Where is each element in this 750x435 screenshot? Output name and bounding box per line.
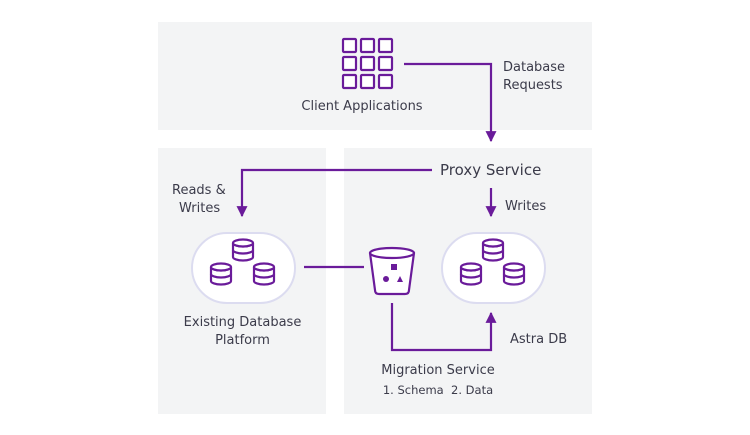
writes-label: Writes xyxy=(505,199,547,214)
edge-migration-to-astra xyxy=(390,303,497,352)
astra-database-cluster-icon xyxy=(441,232,546,304)
astra-db-label: Astra DB xyxy=(510,332,568,347)
reads-writes-label-line1: Reads & xyxy=(172,183,226,198)
existing-database-label-line2: Platform xyxy=(215,333,270,348)
edge-reads-writes xyxy=(236,168,432,218)
bucket-icon xyxy=(368,246,416,296)
existing-database-cluster-icon xyxy=(191,232,296,304)
existing-database-label-line1: Existing Database xyxy=(183,315,302,330)
proxy-service-label: Proxy Service xyxy=(440,161,542,179)
edge-database-requests xyxy=(404,62,497,143)
grid-icon xyxy=(341,37,394,90)
database-requests-label-line2: Requests xyxy=(503,78,563,93)
reads-writes-label-line2: Writes xyxy=(179,201,221,216)
database-requests-label-line1: Database xyxy=(503,60,566,75)
migration-service-label: Migration Service xyxy=(381,363,495,378)
migration-steps-label: 1. Schema 2. Data xyxy=(382,383,494,397)
client-applications-label: Client Applications xyxy=(301,99,423,114)
